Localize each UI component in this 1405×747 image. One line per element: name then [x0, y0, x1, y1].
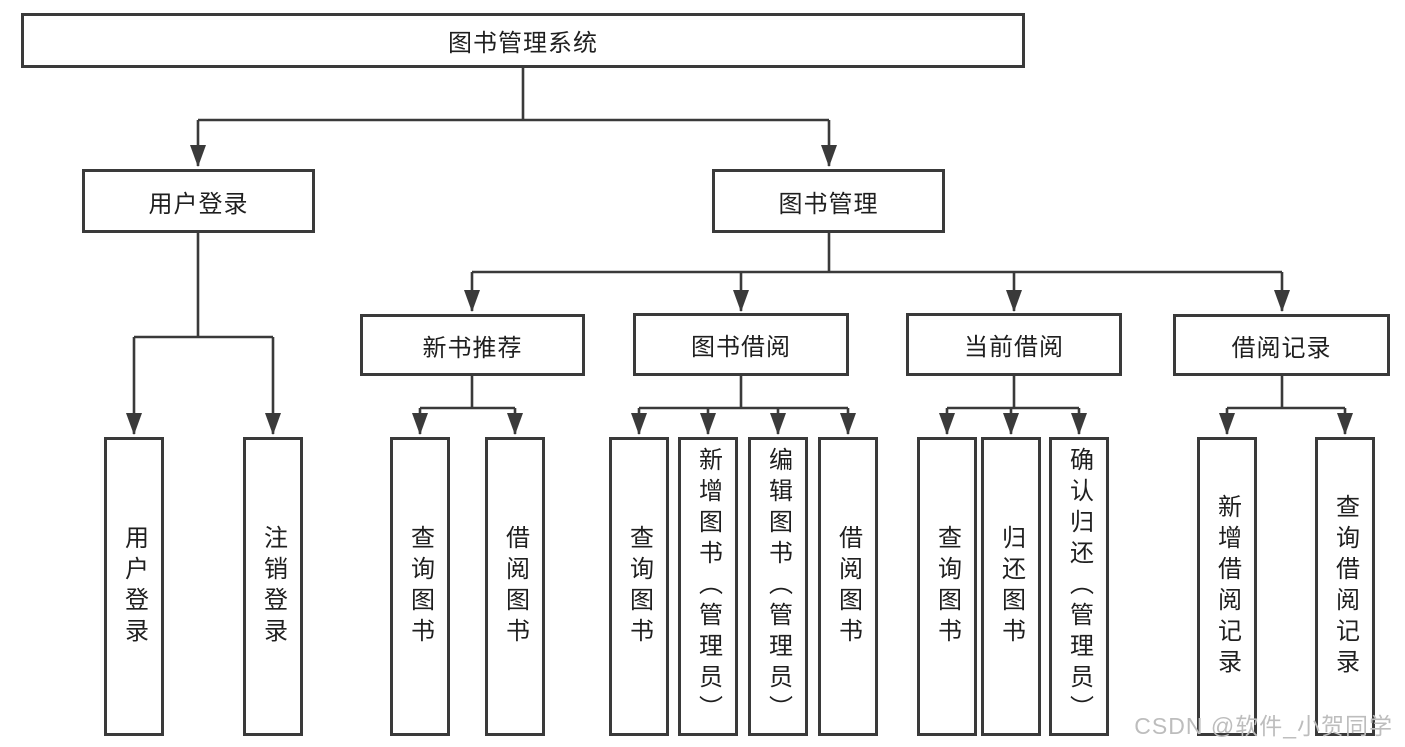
leaf-confirm-return-admin: 确认归还（管理员）	[1049, 437, 1109, 736]
leaf-return-book: 归还图书	[981, 437, 1041, 736]
leaf-query-books-3-label: 查询图书	[933, 524, 961, 649]
leaf-query-books-1: 查询图书	[390, 437, 450, 736]
leaf-add-borrow-record: 新增借阅记录	[1197, 437, 1257, 736]
leaf-confirm-return-admin-label: 确认归还（管理员）	[1065, 447, 1093, 726]
connector-root-to-level2	[190, 68, 837, 167]
leaf-add-book-admin-label: 新增图书（管理员）	[694, 447, 722, 726]
leaf-edit-book-admin: 编辑图书（管理员）	[748, 437, 808, 736]
connector-new-book-rec-children	[412, 376, 523, 435]
leaf-borrow-books-1-label: 借阅图书	[501, 524, 529, 649]
connector-current-borrow-children	[939, 376, 1087, 435]
node-library-management-system: 图书管理系统	[21, 13, 1025, 68]
connector-borrow-records-children	[1219, 376, 1353, 435]
node-new-book-recommendation: 新书推荐	[360, 314, 585, 376]
leaf-borrow-books-1: 借阅图书	[485, 437, 545, 736]
node-borrowing-records: 借阅记录	[1173, 314, 1390, 376]
connector-user-login-children	[126, 233, 281, 435]
csdn-watermark: CSDN @软件_小贺同学	[1134, 713, 1393, 739]
leaf-return-book-label: 归还图书	[997, 524, 1025, 649]
leaf-query-borrow-record-label: 查询借阅记录	[1331, 493, 1359, 680]
leaf-add-borrow-record-label: 新增借阅记录	[1213, 493, 1241, 680]
leaf-query-books-1-label: 查询图书	[406, 524, 434, 649]
leaf-user-login-label: 用户登录	[120, 524, 148, 649]
leaf-borrow-books-2-label: 借阅图书	[834, 524, 862, 649]
leaf-logout-label: 注销登录	[259, 524, 287, 649]
node-book-management: 图书管理	[712, 169, 945, 233]
leaf-edit-book-admin-label: 编辑图书（管理员）	[764, 447, 792, 726]
leaf-borrow-books-2: 借阅图书	[818, 437, 878, 736]
leaf-query-books-3: 查询图书	[917, 437, 977, 736]
leaf-add-book-admin: 新增图书（管理员）	[678, 437, 738, 736]
node-current-borrowing: 当前借阅	[906, 313, 1122, 376]
leaf-logout: 注销登录	[243, 437, 303, 736]
leaf-query-books-2: 查询图书	[609, 437, 669, 736]
connector-book-borrow-children	[631, 376, 856, 435]
node-book-borrowing: 图书借阅	[633, 313, 849, 376]
leaf-user-login: 用户登录	[104, 437, 164, 736]
leaf-query-borrow-record: 查询借阅记录	[1315, 437, 1375, 736]
connector-book-mgmt-children	[464, 233, 1290, 312]
node-user-login: 用户登录	[82, 169, 315, 233]
leaf-query-books-2-label: 查询图书	[625, 524, 653, 649]
